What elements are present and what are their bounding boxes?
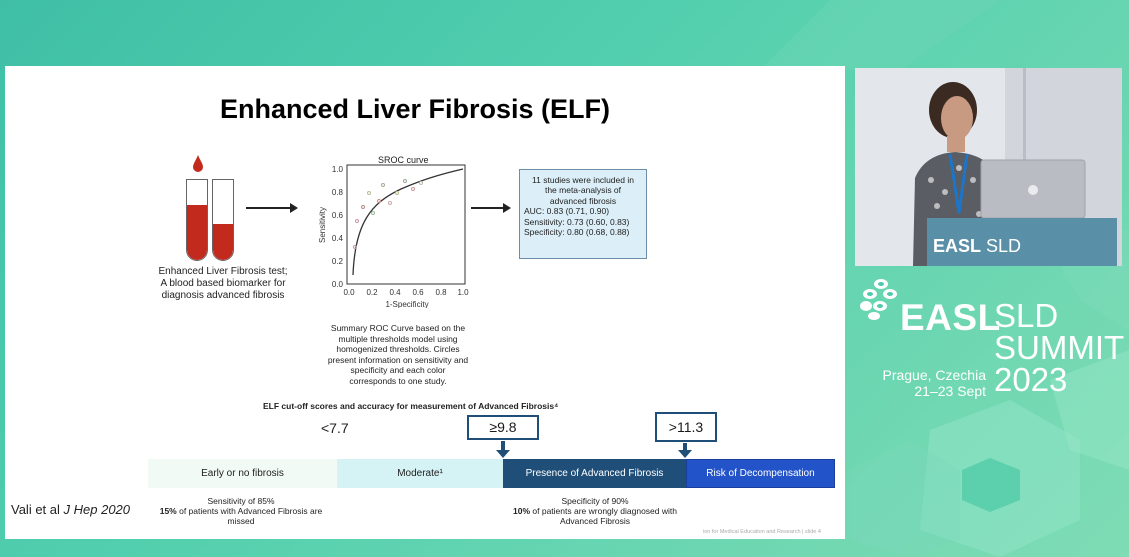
x-tick: 0.0 [343,288,355,297]
blood-tube-icon [212,179,234,261]
easl-logo-icon [860,279,897,320]
test-caption: Enhanced Liver Fibrosis test; A blood ba… [158,266,288,301]
y-tick: 0.2 [332,257,344,266]
y-axis-ticks: 1.0 0.8 0.6 0.4 0.2 0.0 [332,165,344,289]
roc-title: SROC curve [378,155,429,165]
cutoff-low: <7.7 [321,420,349,436]
sroc-curve [352,168,464,276]
blood-drop-icon [193,155,203,172]
x-tick: 0.6 [412,288,424,297]
cutoff-heading: ELF cut-off scores and accuracy for meas… [263,401,559,411]
y-tick: 0.8 [332,188,344,197]
roc-ylabel: Sensitivity [318,207,327,243]
x-tick: 1.0 [457,288,469,297]
speaker-camera-feed: EASL SLD [855,68,1122,266]
zone-early: Early or no fibrosis [148,459,337,488]
zone-moderate: Moderate¹ [337,459,503,488]
x-tick: 0.8 [435,288,447,297]
arrow-down-icon [496,441,510,458]
y-tick: 0.4 [332,234,344,243]
presentation-slide: Enhanced Liver Fibrosis (ELF) Enhanced L… [5,66,845,539]
reference-citation: Vali et al J Hep 2020 [11,502,131,517]
y-tick: 0.0 [332,280,344,289]
podium-banner: EASL SLD [933,236,1022,256]
study-points [353,179,423,249]
x-axis-ticks: 0.0 0.2 0.4 0.6 0.8 1.0 [343,288,469,297]
specificity-note: Specificity of 90% 10% of patients are w… [513,496,677,526]
blood-tube-icon [186,179,208,261]
arrow-right-icon [471,203,511,213]
zone-advanced: Presence of Advanced Fibrosis [503,459,686,488]
x-tick: 0.4 [389,288,401,297]
sensitivity-note: Sensitivity of 85% 15% of patients with … [159,496,323,526]
roc-caption: Summary ROC Curve based on the multiple … [327,323,469,386]
slide-title: Enhanced Liver Fibrosis (ELF) [219,94,611,124]
cutoff-high-box: >11.3 [655,412,717,442]
x-tick: 0.2 [366,288,378,297]
event-location: Prague, Czechia 21–23 Sept [882,367,986,399]
easl-wordmark: EASL [900,297,1001,338]
arrow-down-icon [678,443,692,458]
cutoff-mid-box: ≥9.8 [467,415,539,440]
slide-footer: ion for Medical Education and Research |… [703,529,821,535]
sld-summit-wordmark: SLD SUMMIT 2023 [994,297,1125,398]
arrow-right-icon [246,203,298,213]
zone-decompensation: Risk of Decompensation [686,459,835,488]
y-tick: 1.0 [332,165,344,174]
speaker-image [855,68,1122,266]
y-tick: 0.6 [332,211,344,220]
sroc-chart: 1.0 0.8 0.6 0.4 0.2 0.0 0.0 0.2 0.4 0.6 … [318,164,469,308]
meta-analysis-box: 11 studies were included in the meta-ana… [519,169,647,259]
roc-xlabel: 1-Specificity [385,300,428,308]
